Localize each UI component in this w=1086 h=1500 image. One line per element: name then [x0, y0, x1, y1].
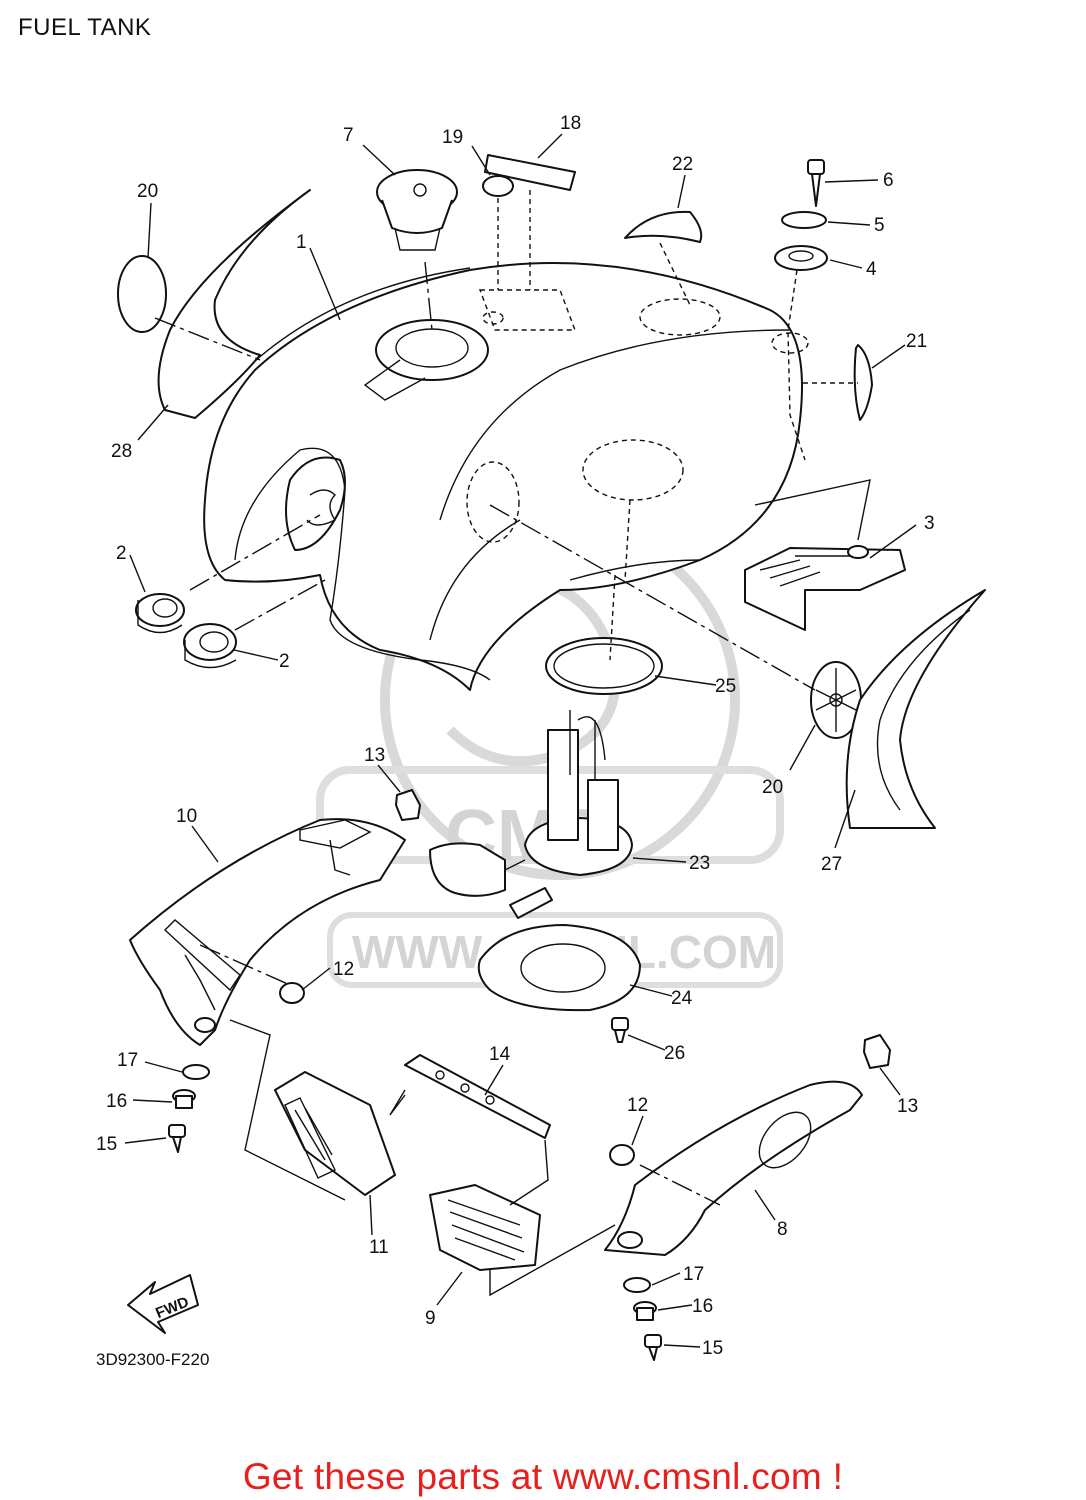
- caution-label-strip: [484, 154, 576, 191]
- air-vent-11: [274, 1071, 396, 1196]
- callout-13: 13: [897, 1096, 918, 1117]
- strip-14: [404, 1054, 551, 1139]
- fuel-cap: [376, 169, 458, 251]
- grommet-12b: [609, 1144, 635, 1166]
- air-vent-9: [429, 1184, 541, 1271]
- callouts: 1 2 2 3 4 5 6 7 8 9 10 11 12 12 13 13 14…: [96, 113, 935, 1359]
- callout-12: 12: [333, 959, 354, 980]
- collar-16a: [172, 1089, 196, 1109]
- callout-18: 18: [560, 113, 581, 134]
- callout-5: 5: [874, 215, 885, 236]
- callout-14: 14: [489, 1044, 511, 1065]
- callout-28: 28: [111, 441, 132, 462]
- gasket-24: [477, 924, 641, 1012]
- callout-2: 2: [116, 543, 127, 564]
- leader-lines: [124, 133, 917, 1348]
- page-title: FUEL TANK: [18, 14, 152, 41]
- callout-21: 21: [906, 331, 927, 352]
- bolt-15b: [644, 1334, 662, 1361]
- diagram-code: 3D92300-F220: [96, 1350, 210, 1369]
- screw-26: [611, 1017, 629, 1043]
- washer-17b: [623, 1277, 651, 1293]
- callout-10: 10: [176, 806, 197, 827]
- side-cover-left-10: [129, 818, 406, 1046]
- clip-13b: [863, 1034, 891, 1069]
- callout-11: 11: [369, 1237, 389, 1258]
- cap-2a: [135, 593, 185, 634]
- callout-16: 16: [106, 1091, 127, 1112]
- side-cover-right-8: [604, 1080, 863, 1256]
- fuel-pump-23: [429, 710, 633, 919]
- grommet-4: [774, 245, 828, 271]
- assembly-lines: [154, 190, 871, 1297]
- promo-banner-link[interactable]: Get these parts at www.cmsnl.com !: [242, 1456, 844, 1497]
- callout-15: 15: [96, 1134, 117, 1155]
- grommet-12a: [279, 982, 305, 1004]
- side-decal-right: [845, 589, 986, 829]
- knee-pad-21: [853, 344, 873, 421]
- bracket-3: [744, 545, 906, 631]
- callout-13: 13: [364, 745, 385, 766]
- emblem-left: [117, 255, 167, 333]
- callout-23: 23: [689, 853, 710, 874]
- collar-16b: [633, 1301, 657, 1321]
- callout-9: 9: [425, 1308, 436, 1329]
- callout-20: 20: [762, 777, 783, 798]
- callout-8: 8: [777, 1219, 788, 1240]
- callout-6: 6: [883, 170, 894, 191]
- callout-17: 17: [117, 1050, 138, 1071]
- callout-2: 2: [279, 651, 290, 672]
- callout-1: 1: [296, 232, 307, 253]
- forward-arrow-icon: FWD: [127, 1274, 199, 1334]
- callout-15: 15: [702, 1338, 723, 1359]
- callout-7: 7: [343, 125, 354, 146]
- callout-19: 19: [442, 127, 463, 148]
- callout-17: 17: [683, 1264, 704, 1285]
- bolt-15a: [168, 1124, 186, 1153]
- clip-13a: [395, 789, 421, 821]
- callout-20: 20: [137, 181, 158, 202]
- callout-4: 4: [866, 259, 877, 280]
- washer-17a: [182, 1064, 210, 1080]
- callout-16: 16: [692, 1296, 713, 1317]
- bolt-6: [807, 159, 825, 207]
- side-decal-left: [157, 189, 311, 419]
- callout-22: 22: [672, 154, 693, 175]
- callout-25: 25: [715, 676, 736, 697]
- callout-24: 24: [671, 988, 693, 1009]
- caution-label-round: [482, 175, 514, 197]
- knee-pad-22: [624, 210, 703, 243]
- cap-2b: [183, 623, 237, 669]
- washer-5: [781, 211, 827, 229]
- callout-26: 26: [664, 1043, 685, 1064]
- callout-3: 3: [924, 513, 935, 534]
- callout-12: 12: [627, 1095, 648, 1116]
- callout-27: 27: [821, 854, 842, 875]
- o-ring-25: [545, 637, 663, 695]
